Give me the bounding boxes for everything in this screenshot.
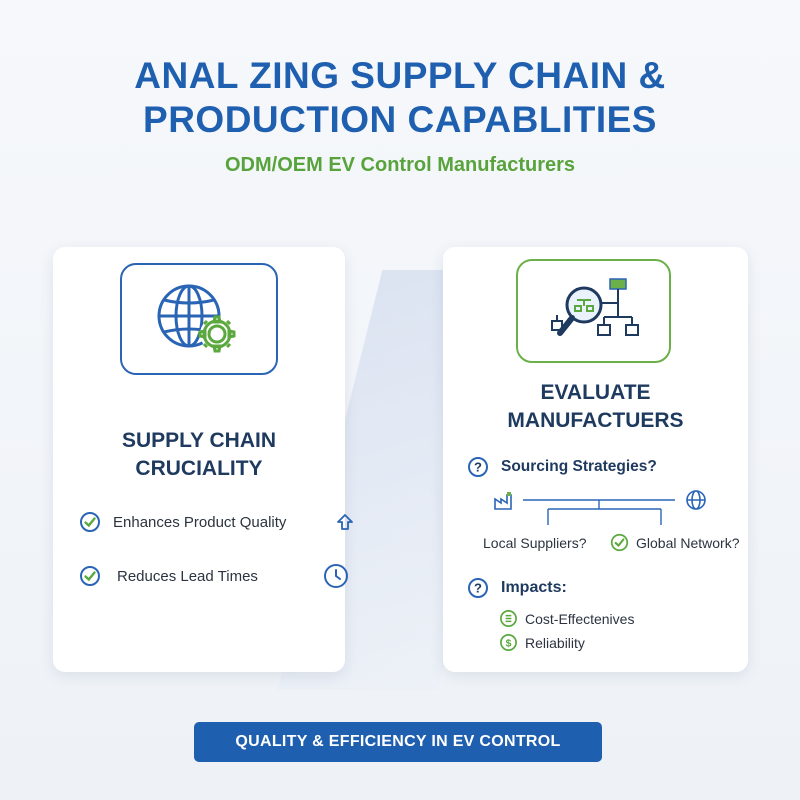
heading-line-1: EVALUATE — [540, 381, 651, 404]
globe-icon — [686, 490, 706, 510]
option-local: Local Suppliers? — [483, 535, 587, 551]
coin-icon — [500, 610, 517, 627]
icon-frame — [516, 259, 671, 363]
question-circle-icon: ? — [468, 457, 488, 477]
dollar-coin-icon: $ — [500, 634, 517, 651]
list-item-label: Enhances Product Quality — [113, 513, 287, 531]
heading-line-2: MANUFACTUERS — [507, 409, 684, 432]
arrow-up-icon — [337, 514, 353, 530]
title-line-1: ANAL ZING SUPPLY CHAIN & — [134, 55, 666, 96]
check-circle-icon — [80, 566, 100, 586]
impact-item-label: Reliability — [525, 634, 585, 651]
magnifier-org-chart-icon — [550, 278, 639, 336]
page-subtitle: ODM/OEM EV Control Manufacturers — [224, 154, 576, 176]
impact-item: $ Reliability — [499, 633, 585, 652]
option-global: Global Network? — [610, 533, 740, 552]
sourcing-question: ? Sourcing Strategies? — [467, 456, 657, 478]
globe-gear-icon — [157, 284, 236, 353]
question-circle-icon: ? — [468, 578, 488, 598]
svg-text:?: ? — [474, 581, 482, 596]
sourcing-question-label: Sourcing Strategies? — [501, 458, 657, 475]
factory-icon — [494, 494, 512, 510]
list-item-label: Reduces Lead Times — [117, 567, 258, 585]
option-local-label: Local Suppliers? — [483, 535, 587, 551]
list-item: Reduces Lead Times — [79, 564, 348, 588]
impacts-question-label: Impacts: — [501, 579, 567, 596]
check-circle-icon — [610, 533, 629, 552]
icon-frame — [120, 263, 278, 375]
page-title: ANAL ZING SUPPLY CHAIN & PRODUCTION CAPA… — [0, 54, 800, 142]
check-circle-icon — [80, 512, 100, 532]
list-item: Enhances Product Quality — [79, 511, 353, 533]
impacts-question: ? Impacts: — [467, 577, 567, 599]
heading-line-1: SUPPLY CHAIN — [121, 429, 277, 452]
svg-text:$: $ — [506, 638, 512, 649]
evaluate-card: EVALUATE MANUFACTUERS ? Sourcing Strateg… — [443, 247, 748, 672]
impact-item-label: Cost-Effectenives — [525, 610, 635, 627]
footer-banner: QUALITY & EFFICIENCY IN EV CONTROL — [194, 722, 602, 762]
card-heading: SUPPLY CHAIN CRUCIALITY — [53, 427, 345, 483]
impact-item: Cost-Effectenives — [499, 609, 634, 628]
title-line-2: PRODUCTION CAPABLITIES — [143, 99, 657, 140]
option-global-label: Global Network? — [636, 534, 740, 551]
svg-text:?: ? — [474, 460, 482, 475]
card-heading: EVALUATE MANUFACTUERS — [443, 379, 748, 435]
sourcing-diagram — [494, 490, 706, 525]
heading-line-2: CRUCIALITY — [135, 457, 263, 480]
clock-icon — [324, 564, 348, 588]
supply-chain-card: SUPPLY CHAIN CRUCIALITY Enhances Product… — [53, 247, 353, 672]
